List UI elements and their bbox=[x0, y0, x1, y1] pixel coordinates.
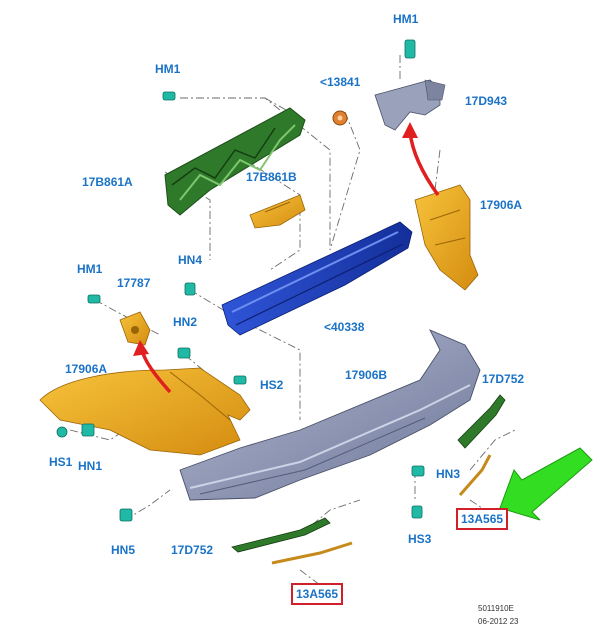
label-17b861b: 17B861B bbox=[246, 170, 297, 184]
bolt-hm1-top bbox=[404, 39, 416, 59]
strip-17d752-right bbox=[457, 394, 506, 449]
label-hn5: HN5 bbox=[111, 543, 136, 557]
label-17906a-right: 17906A bbox=[480, 198, 523, 212]
clip-hn2 bbox=[177, 347, 191, 359]
figure-date: 06-2012 23 bbox=[478, 617, 519, 626]
bracket-17b861b bbox=[249, 194, 306, 229]
figure-code: 5011910E bbox=[478, 604, 514, 613]
label-hs1: HS1 bbox=[49, 455, 73, 469]
label-hs3: HS3 bbox=[408, 532, 432, 546]
label-hm1-left: HM1 bbox=[155, 62, 181, 76]
bumper-cover-17906b bbox=[179, 329, 481, 501]
label-hm1-top: HM1 bbox=[393, 12, 419, 26]
bracket-17d943 bbox=[374, 79, 446, 131]
label-17d752-left: 17D752 bbox=[171, 543, 214, 557]
label-hs2: HS2 bbox=[260, 378, 284, 392]
clip-hn1 bbox=[81, 423, 95, 437]
red-arrow-left bbox=[133, 340, 172, 394]
green-arrow-icon bbox=[499, 447, 593, 521]
absorber-17906a-right bbox=[414, 184, 479, 291]
label-hn4: HN4 bbox=[178, 253, 203, 267]
label-17b861a: 17B861A bbox=[82, 175, 133, 189]
clip-hn3 bbox=[411, 465, 425, 477]
bolt-hm1-left bbox=[162, 91, 176, 101]
bracket-17787 bbox=[119, 311, 151, 346]
screw-hs2 bbox=[233, 375, 247, 385]
red-arrow-right bbox=[402, 122, 440, 197]
strip-13a565-right bbox=[458, 454, 492, 496]
label-17787: 17787 bbox=[117, 276, 151, 290]
clip-hn5 bbox=[119, 508, 133, 522]
label-hm1-mid: HM1 bbox=[77, 262, 103, 276]
label-17d752-right: 17D752 bbox=[482, 372, 525, 386]
fasteners bbox=[56, 39, 425, 522]
label-17906b: 17906B bbox=[345, 368, 388, 382]
label-40338: <40338 bbox=[324, 320, 365, 334]
label-hn2: HN2 bbox=[173, 315, 198, 329]
screw-hs1 bbox=[56, 426, 68, 438]
bracket-17b861a bbox=[164, 107, 306, 216]
screw-hs3 bbox=[411, 505, 423, 519]
clip-hn4 bbox=[184, 282, 196, 296]
label-13a565-bottom: 13A565 bbox=[291, 583, 344, 605]
label-13841: <13841 bbox=[320, 75, 361, 89]
nut-13841 bbox=[332, 110, 348, 126]
label-hn3: HN3 bbox=[436, 467, 461, 481]
strip-17d752-left bbox=[231, 517, 331, 553]
label-17d943: 17D943 bbox=[465, 94, 508, 108]
label-hn1: HN1 bbox=[78, 459, 103, 473]
bolt-hm1-mid bbox=[87, 294, 101, 304]
label-17906a-left: 17906A bbox=[65, 362, 108, 376]
impact-beam-40338 bbox=[221, 221, 413, 336]
label-13a565-right: 13A565 bbox=[456, 508, 509, 530]
absorber-17906a-left bbox=[39, 367, 251, 456]
strip-13a565-bottom bbox=[271, 541, 353, 565]
